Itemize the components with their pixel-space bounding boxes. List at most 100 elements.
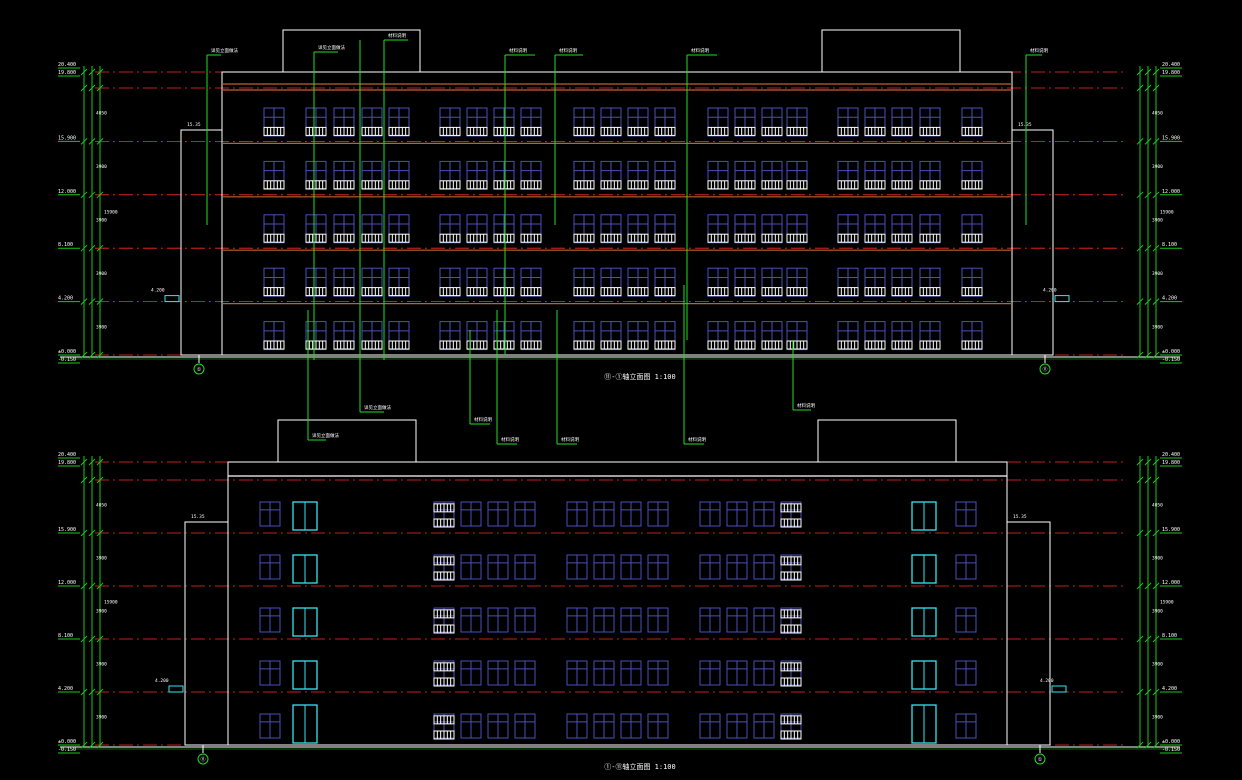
- level-label-left: 19.800: [58, 460, 76, 466]
- dimension-text: 3900: [96, 609, 107, 615]
- dimension-tick: [1136, 68, 1144, 76]
- dimension-tick: [88, 191, 96, 199]
- level-label-right: ±0.000: [1162, 349, 1180, 355]
- left-wing-outline: [180, 129, 223, 356]
- level-label-left: -0.150: [58, 357, 76, 363]
- dimension-tick: [1136, 741, 1144, 749]
- roof-edge-label-right: 15.35: [1018, 122, 1032, 128]
- canopy-label-right: 4.200: [1043, 288, 1057, 294]
- dimension-tick: [1152, 84, 1160, 92]
- dimension-tick: [1152, 138, 1160, 145]
- dimension-text: 4050: [96, 111, 107, 117]
- canopy-label-left: 4.200: [151, 288, 165, 294]
- dimension-tick: [1152, 191, 1160, 199]
- dimension-text: 3900: [1152, 271, 1163, 277]
- dimension-tick: [1136, 476, 1144, 484]
- dimension-tick: [1136, 351, 1144, 359]
- dimension-tick: [1136, 582, 1144, 590]
- dimension-text: 3900: [1152, 662, 1163, 668]
- dimension-tick: [80, 476, 88, 484]
- dimension-tick: [96, 476, 104, 484]
- roof-edge-label-right: 15.35: [1013, 514, 1027, 520]
- dimension-tick: [1136, 84, 1144, 92]
- dimension-text: 3900: [1152, 324, 1163, 330]
- dimension-tick: [1152, 741, 1160, 749]
- level-label-left: ±0.000: [58, 739, 76, 745]
- dimension-text: 3900: [1152, 218, 1163, 224]
- dimension-tick: [1152, 458, 1160, 466]
- dimension-tick: [1144, 529, 1152, 537]
- dimension-tick: [1144, 688, 1152, 696]
- dimension-tick: [96, 635, 104, 643]
- roof-stair-tower: [821, 29, 961, 73]
- building-outline: [227, 461, 1008, 746]
- callout-text: 材料说明: [797, 402, 815, 409]
- callout-text: 材料说明: [561, 436, 579, 443]
- dimension-tick: [96, 529, 104, 537]
- level-label-left: ±0.000: [58, 349, 76, 355]
- dimension-tick: [1144, 351, 1152, 359]
- dimension-tick: [1152, 688, 1160, 696]
- dimension-text: 3900: [96, 662, 107, 668]
- dimension-tick: [80, 582, 88, 590]
- dimension-tick: [1152, 635, 1160, 643]
- right-wing-outline: [1006, 521, 1051, 746]
- dimension-tick: [80, 529, 88, 537]
- roof-stair-tower: [277, 419, 417, 463]
- dimension-tick: [80, 298, 88, 305]
- dimension-tick: [1152, 476, 1160, 484]
- dimension-tick: [1136, 191, 1144, 199]
- dimension-text: 3900: [1152, 556, 1163, 562]
- dimension-text: 3900: [96, 715, 107, 721]
- callout-text: 详见立面做法: [364, 404, 391, 411]
- axis-mark: ⑪: [1042, 366, 1047, 373]
- dimension-tick: [80, 635, 88, 643]
- canopy-left: [164, 295, 180, 303]
- dimension-tick: [96, 138, 104, 145]
- dimension-text: 3900: [1152, 609, 1163, 615]
- canopy-right: [1051, 685, 1067, 693]
- dimension-tick: [1136, 138, 1144, 145]
- dimension-tick: [1152, 298, 1160, 305]
- dimension-text: 3900: [96, 164, 107, 170]
- callout-text: 材料说明: [474, 416, 492, 423]
- level-label-right: 8.100: [1162, 242, 1177, 248]
- dimension-tick: [1144, 476, 1152, 484]
- dimension-tick: [1136, 458, 1144, 466]
- canopy-label-right: 4.200: [1040, 678, 1054, 684]
- axis-bubble: [197, 753, 209, 765]
- dimension-tick: [88, 244, 96, 252]
- drawing-caption: ①-⑪轴立面图 1:100: [604, 762, 676, 771]
- dimension-tick: [96, 351, 104, 359]
- dimension-tick: [1144, 741, 1152, 749]
- dimension-tick: [80, 351, 88, 359]
- left-wing-outline: [184, 521, 229, 746]
- dimension-tick: [80, 741, 88, 749]
- dimension-tick: [80, 191, 88, 199]
- dimension-tick: [1152, 529, 1160, 537]
- level-label-right: 20.400: [1162, 62, 1180, 68]
- level-label-left: 12.000: [58, 189, 76, 195]
- dimension-total: 15900: [1160, 210, 1174, 216]
- callout-text: 材料说明: [388, 32, 406, 39]
- dimension-tick: [88, 635, 96, 643]
- dimension-tick: [88, 351, 96, 359]
- dimension-tick: [1136, 244, 1144, 252]
- dimension-tick: [96, 741, 104, 749]
- callout-text: 详见立面做法: [318, 44, 345, 51]
- dimension-text: 4050: [1152, 111, 1163, 117]
- dimension-tick: [1144, 138, 1152, 145]
- level-label-right: ±0.000: [1162, 739, 1180, 745]
- dimension-tick: [1144, 68, 1152, 76]
- level-label-left: 19.800: [58, 70, 76, 76]
- level-label-right: -0.150: [1162, 357, 1180, 363]
- dimension-tick: [96, 688, 104, 696]
- dimension-text: 3900: [96, 324, 107, 330]
- level-label-right: 12.000: [1162, 580, 1180, 586]
- dimension-total: 15900: [1160, 600, 1174, 606]
- callout-text: 详见立面做法: [211, 47, 238, 54]
- elevation-2: 详见立面做法详见立面做法材料说明材料说明材料说明材料说明材料说明-0.150-0…: [58, 40, 1182, 771]
- level-label-left: 20.400: [58, 452, 76, 458]
